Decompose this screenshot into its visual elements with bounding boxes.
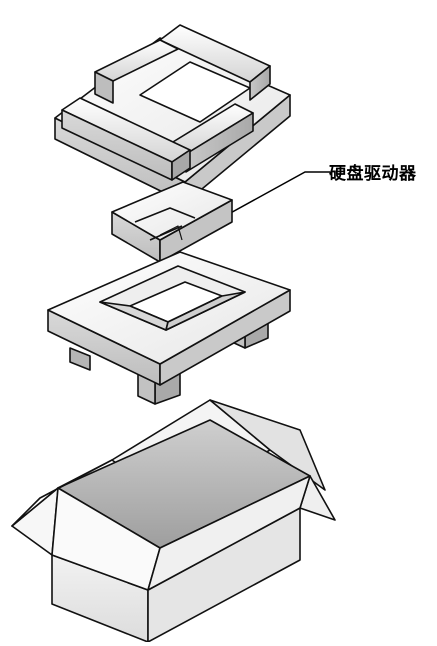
top-foam-frame [54, 24, 291, 204]
hard-drive [111, 181, 233, 263]
cardboard-box [11, 399, 336, 643]
middle-foam-tray [47, 251, 291, 405]
hard-drive-label: 硬盘驱动器 [329, 164, 417, 184]
